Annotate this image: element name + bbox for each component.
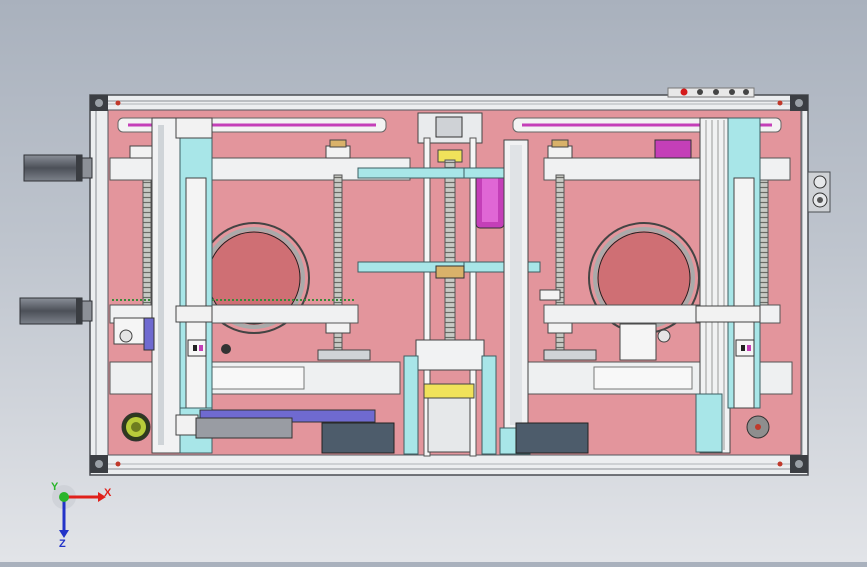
- circular-window-right: [588, 222, 700, 334]
- z-axis-label: Z: [59, 538, 66, 550]
- servo-motor-upper: [23, 154, 93, 182]
- right-side-components: [515, 139, 692, 454]
- x-axis-label: X: [104, 487, 112, 499]
- servo-motor-lower: [19, 297, 93, 325]
- center-right-column: [499, 139, 531, 455]
- y-axis-label: Y: [51, 481, 59, 493]
- coordinate-triad: X Y Z: [51, 481, 112, 550]
- right-gantry-column: [695, 117, 770, 454]
- left-gantry-column: [151, 117, 213, 454]
- air-valve-fittings: [807, 171, 831, 213]
- screw-mount-blocks: [129, 139, 597, 361]
- y-axis-dot: [59, 492, 69, 502]
- corner-brackets: [90, 95, 808, 473]
- control-button-strip: [667, 87, 755, 98]
- left-lower-components: [113, 317, 395, 454]
